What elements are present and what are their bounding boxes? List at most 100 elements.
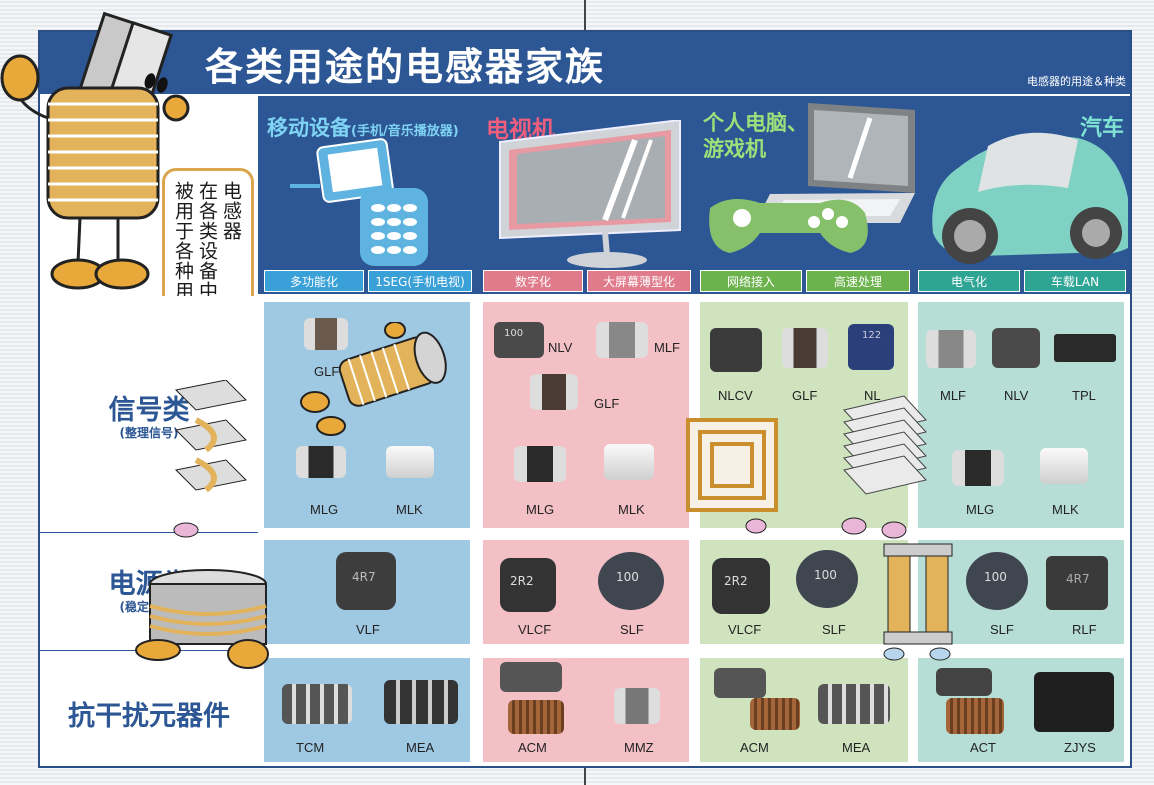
- column-title-car: 汽车: [1080, 116, 1125, 141]
- chip-mlk-icon: [604, 444, 654, 480]
- chip-marking: 2R2: [510, 574, 534, 588]
- product-label: RLF: [1072, 622, 1097, 637]
- product-label: VLCF: [728, 622, 762, 637]
- tag-high-speed: 高速处理: [806, 270, 910, 292]
- chip-vlcf-icon: [712, 558, 770, 614]
- page-title: 各类用途的电感器家族: [205, 45, 606, 89]
- tag-car-lan: 车载LAN: [1024, 270, 1126, 292]
- chip-mlk-icon: [1040, 448, 1088, 484]
- category-column: [40, 296, 258, 766]
- chip-marking: 100: [984, 570, 1007, 584]
- chip-vlf-icon: [336, 552, 396, 610]
- product-label: TCM: [296, 740, 325, 755]
- chip-zjys-icon: [1034, 672, 1114, 732]
- chip-act-coil-icon: [946, 698, 1004, 734]
- product-label: GLF: [792, 388, 818, 403]
- product-label: MLG: [966, 502, 995, 517]
- chip-acm-coil-icon: [750, 698, 800, 730]
- product-label: SLF: [990, 622, 1014, 637]
- product-label: NL: [864, 388, 881, 403]
- chip-mea-icon: [818, 684, 890, 724]
- product-label: TPL: [1072, 388, 1096, 403]
- column-title-mobile: 移动设备(手机/音乐播放器): [267, 116, 459, 140]
- chip-mlf-icon: [596, 322, 648, 358]
- row-divider: [40, 532, 258, 533]
- chip-mlf-icon: [926, 330, 976, 368]
- chip-marking: 100: [616, 570, 639, 584]
- product-label: SLF: [822, 622, 846, 637]
- product-label: VLCF: [518, 622, 552, 637]
- chip-mlg-icon: [952, 450, 1004, 486]
- chip-rlf-icon: [1046, 556, 1108, 610]
- product-label: NLV: [1004, 388, 1029, 403]
- chip-mea-icon: [384, 680, 458, 724]
- product-label: SLF: [620, 622, 644, 637]
- chip-slf-icon: [966, 552, 1028, 610]
- page-subtitle: 电感器的用途＆种类: [1027, 75, 1126, 88]
- chip-nl-icon: [848, 324, 894, 370]
- tag-1seg: 1SEG(手机电视): [368, 270, 472, 292]
- product-label: GLF: [594, 396, 620, 411]
- chip-mlg-icon: [514, 446, 566, 482]
- mobile-phone-illustration: [290, 138, 428, 266]
- coil-mascot-illustration: [300, 322, 447, 436]
- product-label: MLK: [618, 502, 645, 517]
- speech-line-1: 电感器: [220, 181, 242, 241]
- product-label: VLF: [356, 622, 380, 637]
- pc-and-gamepad-illustration: [709, 103, 915, 253]
- product-label: MMZ: [624, 740, 654, 755]
- tag-electrification: 电气化: [918, 270, 1020, 292]
- product-label: MEA: [406, 740, 435, 755]
- column-title-pc: 个人电脑、游戏机: [703, 111, 808, 161]
- chip-tpl-icon: [1054, 334, 1116, 362]
- product-label: GLF: [314, 364, 340, 379]
- product-label: ACT: [970, 740, 996, 755]
- product-label: MEA: [842, 740, 871, 755]
- inductor-mascot-illustration: [0, 11, 190, 290]
- chip-glf-icon: [304, 318, 348, 350]
- product-label: ZJYS: [1064, 740, 1096, 755]
- chip-glf-icon: [782, 328, 828, 368]
- chip-marking: 2R2: [724, 574, 748, 588]
- product-label: MLK: [396, 502, 423, 517]
- chip-marking: 122: [862, 330, 882, 341]
- power-coil-mascot-illustration: [135, 569, 269, 669]
- chip-nlv-icon: [992, 328, 1040, 368]
- row-label-emi: 抗干扰元器件: [68, 701, 230, 732]
- chip-mlk-icon: [386, 446, 434, 478]
- product-label: MLF: [654, 340, 680, 355]
- layered-mascot-illustration: [173, 380, 248, 538]
- product-label: ACM: [740, 740, 769, 755]
- product-label: MLG: [526, 502, 555, 517]
- product-label: MLF: [940, 388, 966, 403]
- chip-nlcv-icon: [710, 328, 762, 372]
- chip-vlcf-icon: [500, 558, 556, 612]
- car-illustration: [932, 132, 1128, 264]
- row-sub-signal: (整理信号): [119, 426, 179, 440]
- tag-large-thin-screen: 大屏幕薄型化: [587, 270, 691, 292]
- television-illustration: [499, 120, 681, 268]
- chip-acm-icon: [500, 662, 562, 692]
- chip-slf-icon: [796, 550, 858, 608]
- chip-tcm-icon: [282, 684, 352, 724]
- row-label-signal: 信号类: [108, 395, 190, 426]
- title-bar: [40, 32, 1130, 94]
- drum-mascot-illustration: [883, 543, 953, 661]
- product-label: MLK: [1052, 502, 1079, 517]
- chip-mlg-icon: [296, 446, 346, 478]
- chip-acm-icon: [714, 668, 766, 698]
- chip-mmz-icon: [614, 688, 660, 724]
- chip-acm-coil-icon: [508, 700, 564, 734]
- chip-marking: 4R7: [352, 570, 376, 584]
- tag-multifunction: 多功能化: [264, 270, 364, 292]
- product-label: ACM: [518, 740, 547, 755]
- stack-mascot-illustration: [841, 395, 927, 539]
- chip-nlv-icon: [494, 322, 544, 358]
- chip-marking: 4R7: [1066, 572, 1090, 586]
- chip-marking: 100: [504, 328, 524, 339]
- chip-glf-icon: [530, 374, 578, 410]
- chip-slf-icon: [598, 552, 664, 610]
- chip-act-icon: [936, 668, 992, 696]
- chip-marking: 100: [814, 568, 837, 582]
- product-label: MLG: [310, 502, 339, 517]
